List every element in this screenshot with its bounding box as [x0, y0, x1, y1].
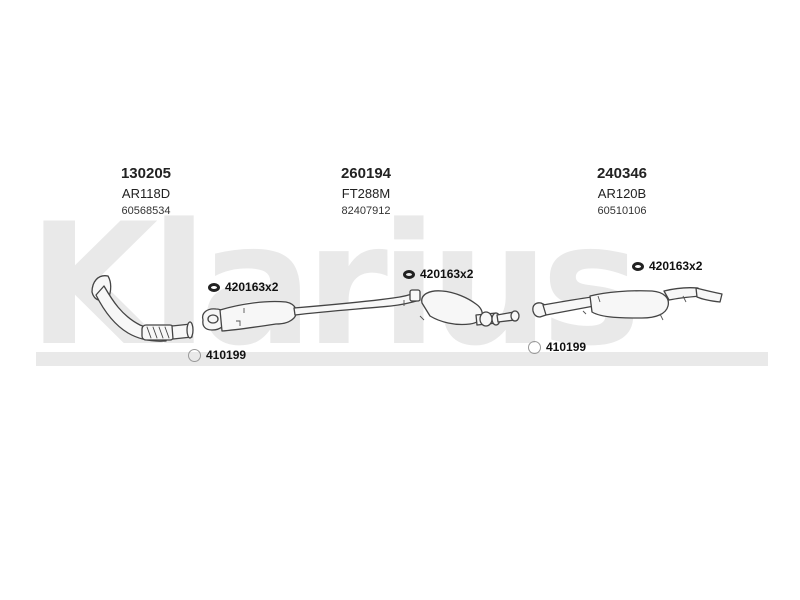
oe-number: 60568534	[121, 205, 171, 217]
part-number[interactable]: 130205	[120, 165, 172, 182]
fitting-label[interactable]: 420163x2	[420, 267, 474, 281]
part-group-middle-section: 260194 FT288M 82407912	[296, 165, 436, 218]
part-number[interactable]: 240346	[596, 165, 648, 182]
fitting-callout-clamp: 420163x2	[208, 280, 278, 294]
clamp-ring-icon	[208, 282, 220, 292]
fitting-callout-clamp: 420163x2	[632, 259, 702, 273]
fitting-callout-mount: 410199	[528, 340, 586, 354]
part-number[interactable]: 260194	[340, 165, 392, 182]
rear-silencer[interactable]	[532, 286, 723, 319]
clamp-ring-icon	[632, 261, 644, 271]
hanger-details	[236, 295, 687, 326]
oe-number: 82407912	[341, 205, 391, 217]
fitting-callout-mount: 410199	[188, 348, 246, 362]
clamp-ring-icon	[403, 269, 415, 279]
front-pipe[interactable]	[91, 275, 194, 342]
vehicle-code: AR120B	[597, 186, 647, 201]
vehicle-code: FT288M	[341, 186, 391, 201]
part-group-front-pipe: 130205 AR118D 60568534	[76, 165, 216, 218]
fitting-label[interactable]: 410199	[546, 340, 587, 354]
fitting-label[interactable]: 410199	[206, 348, 247, 362]
fitting-label[interactable]: 420163x2	[649, 259, 703, 273]
oe-number: 60510106	[597, 205, 647, 217]
middle-section[interactable]	[201, 289, 520, 332]
watermark-underline	[36, 352, 768, 366]
fitting-label[interactable]: 420163x2	[225, 280, 279, 294]
fitting-callout-clamp: 420163x2	[403, 267, 473, 281]
rubber-mount-ring-icon	[528, 340, 541, 354]
vehicle-code: AR118D	[121, 186, 171, 201]
rubber-mount-ring-icon	[188, 348, 201, 362]
part-group-rear-silencer: 240346 AR120B 60510106	[552, 165, 692, 218]
